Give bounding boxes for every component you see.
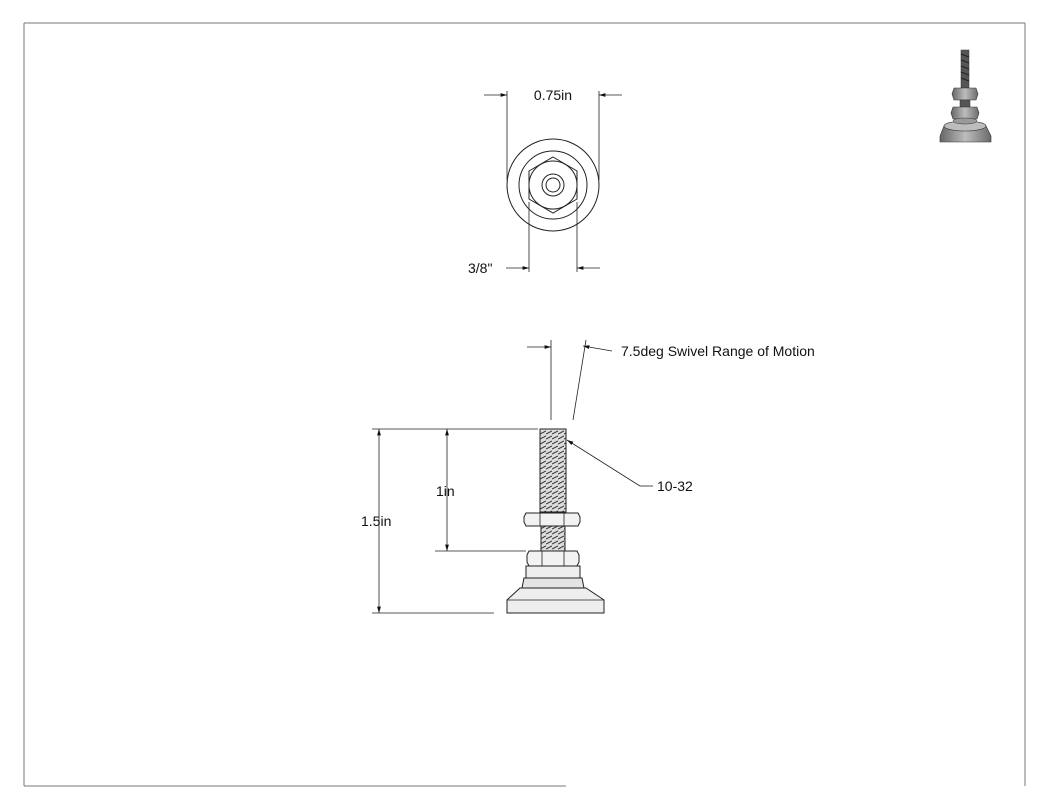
side-view: 7.5deg Swivel Range of Motion 10-32 1in … xyxy=(361,339,815,614)
sheet-border xyxy=(23,22,1026,787)
stud-core-circle xyxy=(545,177,561,193)
diameter-dimension: 0.75in xyxy=(484,87,622,180)
lower-hex-nut xyxy=(526,550,580,567)
swivel-cap xyxy=(525,565,581,579)
base-pad xyxy=(506,587,605,614)
threaded-stud xyxy=(539,428,567,513)
swivel-collar xyxy=(521,577,585,589)
thread-callout: 10-32 xyxy=(566,439,693,494)
hex-nut-chamfer xyxy=(528,160,578,210)
swivel-dimension: 7.5deg Swivel Range of Motion xyxy=(527,339,815,421)
hex-dimension: 3/8" xyxy=(468,202,600,276)
overall-height-dimension: 1.5in xyxy=(361,428,494,614)
threaded-stud-lower xyxy=(540,525,566,552)
thread-length-dimension: 1in xyxy=(435,428,538,552)
upper-jam-nut xyxy=(523,512,581,527)
diameter-label: 0.75in xyxy=(534,87,572,103)
thread-label: 10-32 xyxy=(657,478,693,494)
hex-label: 3/8" xyxy=(468,260,492,276)
top-view: 0.75in 3/8" xyxy=(468,87,622,276)
thread-length-label: 1in xyxy=(436,483,455,499)
overall-height-label: 1.5in xyxy=(361,513,391,529)
iso-thumbnail-icon xyxy=(939,49,992,143)
swivel-label: 7.5deg Swivel Range of Motion xyxy=(621,343,815,359)
